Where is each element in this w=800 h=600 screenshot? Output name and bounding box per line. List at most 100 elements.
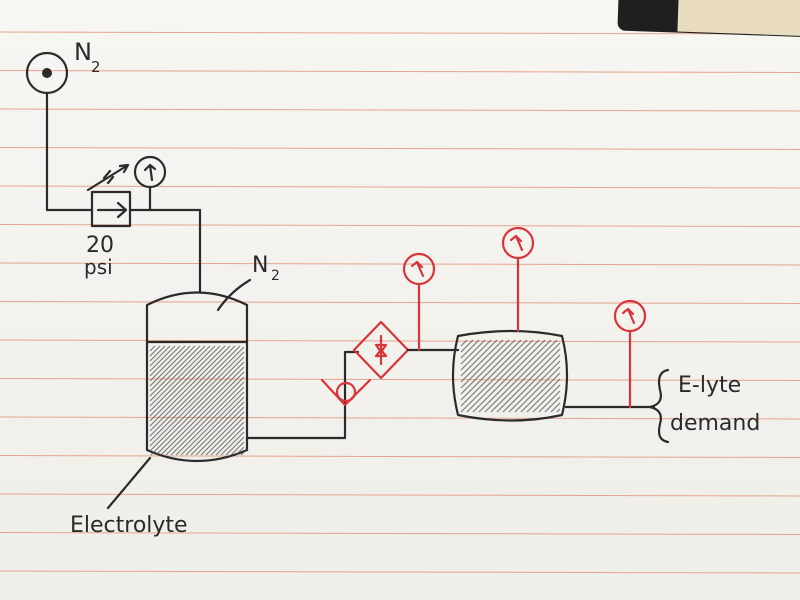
hatch-stroke <box>149 345 206 402</box>
regulator-setting-value: 20 <box>86 233 114 258</box>
electrolyte-tank <box>145 291 249 463</box>
electrolyte-label: Electrolyte <box>70 513 188 538</box>
ruled-line <box>0 301 800 304</box>
check-valve-icon <box>320 378 372 407</box>
hatch-stroke <box>205 416 245 456</box>
hatch-stroke <box>165 376 245 456</box>
hatch-stroke <box>149 345 241 437</box>
hatch-stroke <box>149 345 186 382</box>
ruled-line <box>0 493 800 497</box>
ruled-line <box>0 455 800 458</box>
hatch-stroke <box>149 345 171 367</box>
hatch-stroke <box>484 339 558 413</box>
hatch-stroke <box>149 345 181 377</box>
n2-source-subscript: 2 <box>91 58 101 76</box>
hatch-stroke <box>149 345 156 352</box>
hatch-stroke <box>149 356 245 452</box>
ruled-line <box>0 224 800 227</box>
n2-supply-line <box>45 91 94 212</box>
regulator-setting-unit: psi <box>84 255 113 279</box>
ruled-line <box>0 31 800 35</box>
demand-brace <box>648 368 670 444</box>
hatch-stroke <box>490 342 561 413</box>
hatch-stroke <box>538 390 561 413</box>
hatch-stroke <box>240 451 245 456</box>
hatch-stroke <box>215 426 245 456</box>
ruled-line <box>0 262 800 266</box>
hatch-stroke <box>190 401 245 456</box>
hatch-stroke <box>460 339 474 353</box>
hatch-stroke <box>149 345 166 362</box>
ruled-line <box>0 532 800 535</box>
hatch-stroke <box>160 371 245 456</box>
tank-headspace-subscript: 2 <box>271 268 280 284</box>
hatch-stroke <box>460 339 486 365</box>
hatch-stroke <box>460 339 498 377</box>
electrolyte-fill <box>149 345 245 456</box>
n2-source-label: N <box>74 38 92 66</box>
hatch-stroke <box>149 345 176 372</box>
hatch-stroke <box>532 384 561 413</box>
hatch-stroke <box>149 345 226 422</box>
hatch-stroke <box>544 396 561 413</box>
ruled-line <box>0 147 800 150</box>
hatch-stroke <box>175 386 245 456</box>
hatch-stroke <box>514 366 561 413</box>
ruled-line <box>0 416 800 420</box>
pressure-gauge-icon <box>133 155 167 189</box>
ruled-line <box>0 70 800 73</box>
hatch-stroke <box>460 339 522 401</box>
ruled-line <box>0 108 800 112</box>
hatch-stroke <box>230 441 245 456</box>
n2-source-icon <box>25 51 69 95</box>
hatch-stroke <box>460 339 528 407</box>
ruled-line <box>0 570 800 574</box>
hatch-stroke <box>460 339 516 395</box>
pressure-gauge-icon <box>402 252 436 286</box>
hatch-stroke <box>149 345 201 397</box>
headspace-leader-line <box>216 278 252 312</box>
tank-headspace-label: N <box>252 253 268 278</box>
filter-icon <box>352 320 410 380</box>
hatch-stroke <box>460 339 480 359</box>
electrolyte-leader-line <box>106 456 152 510</box>
hatch-stroke <box>520 372 561 413</box>
hatch-stroke <box>185 396 245 456</box>
tank-outlet-line <box>245 350 360 440</box>
hatch-stroke <box>170 381 245 456</box>
pressure-gauge-icon <box>613 299 647 333</box>
buffer-vessel <box>451 329 569 422</box>
pressure-gauge-icon <box>501 226 535 260</box>
hatch-stroke <box>235 446 245 456</box>
regulator-to-tank-line <box>128 208 202 294</box>
hatch-stroke <box>149 351 245 447</box>
hatch-stroke <box>155 366 245 456</box>
hatch-stroke <box>150 361 245 456</box>
hatch-stroke <box>460 339 504 383</box>
hatch-stroke <box>526 378 561 413</box>
hatch-stroke <box>149 345 231 427</box>
hatch-stroke <box>478 339 552 413</box>
hatch-stroke <box>149 346 245 442</box>
hatch-stroke <box>466 339 540 413</box>
hatch-stroke <box>149 345 161 357</box>
hatch-stroke <box>508 360 561 413</box>
ruled-line <box>0 185 800 189</box>
demand-label-line1: E-lyte <box>678 373 741 398</box>
hatch-stroke <box>149 345 216 412</box>
ruled-lines <box>0 31 800 574</box>
hatch-stroke <box>149 345 191 387</box>
hatch-stroke <box>149 345 196 392</box>
hatch-stroke <box>210 421 245 456</box>
hatch-stroke <box>496 348 561 413</box>
hatch-stroke <box>556 408 561 413</box>
hatch-stroke <box>180 391 245 456</box>
hatch-stroke <box>149 345 211 407</box>
pressure-regulator-icon <box>86 163 132 228</box>
ruled-line <box>0 378 800 381</box>
hatch-stroke <box>472 339 546 413</box>
hatch-stroke <box>502 354 561 413</box>
hatch-stroke <box>149 345 221 417</box>
